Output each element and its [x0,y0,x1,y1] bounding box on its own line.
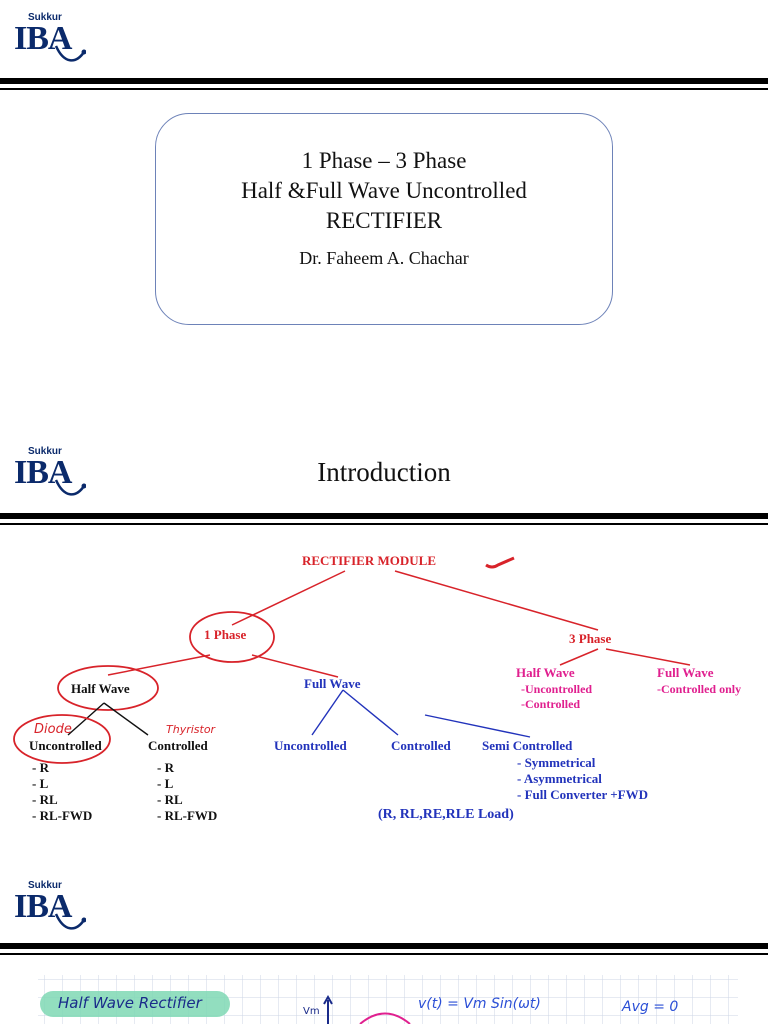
list-item: - R [32,760,49,775]
sukkur-iba-logo: Sukkur IBA [14,12,86,70]
header-rule [0,513,768,525]
list-item: - RL-FWD [157,808,218,823]
equation: v(t) = Vm Sin(ωt) [418,996,541,1012]
handwritten-diode-note: Diode [34,722,72,737]
node-root: RECTIFIER MODULE [302,553,436,568]
logo-swoosh-icon [54,45,86,62]
slide-title: Introduction [317,457,451,487]
list-item: - L [157,776,174,791]
header-rule [0,943,768,955]
logo-big-text: IBA [14,20,72,57]
rectifier-tree-lines [13,556,691,764]
vm-label: Vm [303,1006,320,1017]
load-note: (R, RL,RE,RLE Load) [378,807,514,822]
header-rule [0,78,768,90]
node-1-phase: 1 Phase [204,627,247,642]
node-fw-controlled: Controlled [391,738,451,753]
semi-controlled-list: - Symmetrical - Asymmetrical - Full Conv… [517,755,648,803]
node-hw-controlled: Controlled [148,738,208,753]
node-fw-semi-controlled: Semi Controlled [482,738,573,753]
grid-paper [38,975,738,1024]
avg-label: Avg = 0 [622,999,679,1015]
title-line-3: RECTIFIER [325,208,443,233]
title-box: 1 Phase – 3 Phase Half &Full Wave Uncont… [155,113,613,325]
node-fw-uncontrolled: Uncontrolled [274,738,347,753]
list-item: - RL [32,792,58,807]
3p-full-wave-list: -Controlled only [657,682,741,697]
list-item: - R [157,760,174,775]
node-3p-full-wave: Full Wave [657,665,714,680]
list-item: - RL [157,792,183,807]
logo-small-text: Sukkur [28,12,62,23]
list-item: - RL-FWD [32,808,93,823]
title-line-1: 1 Phase – 3 Phase [301,148,467,173]
node-full-wave: Full Wave [304,676,361,691]
handwritten-notes-area: Half Wave Rectifier Vm v(t) = Vm Sin(ωt)… [0,975,768,1024]
sukkur-iba-logo: Sukkur IBA [14,446,86,504]
title-line-2: Half &Full Wave Uncontrolled [241,178,527,203]
author-name: Dr. Faheem A. Chachar [299,248,469,268]
node-hw-uncontrolled: Uncontrolled [29,738,102,753]
list-item: - L [32,776,49,791]
logo-small-text: Sukkur [28,880,62,891]
list-item: -Controlled only [657,682,742,696]
list-item: -Uncontrolled [521,682,593,696]
node-half-wave: Half Wave [71,681,130,696]
list-item: -Controlled [521,697,581,711]
node-3-phase: 3 Phase [569,631,612,646]
logo-swoosh-icon [54,913,86,930]
node-3p-half-wave: Half Wave [516,665,575,680]
sukkur-iba-logo: Sukkur IBA [14,880,86,938]
3p-half-wave-list: -Uncontrolled -Controlled [521,682,592,712]
list-item: - Symmetrical [517,755,596,770]
handwritten-thyristor-note: Thyristor [166,723,216,736]
uncontrolled-load-list: - R - L - RL - RL-FWD [32,760,92,824]
list-item: - Full Converter +FWD [517,787,649,802]
logo-swoosh-icon [54,479,86,496]
logo-big-text: IBA [14,888,72,925]
controlled-load-list: - R - L - RL - RL-FWD [157,760,217,824]
list-item: - Asymmetrical [517,771,602,786]
logo-small-text: Sukkur [28,446,62,457]
logo-big-text: IBA [14,454,72,491]
notes-title: Half Wave Rectifier [58,994,202,1012]
